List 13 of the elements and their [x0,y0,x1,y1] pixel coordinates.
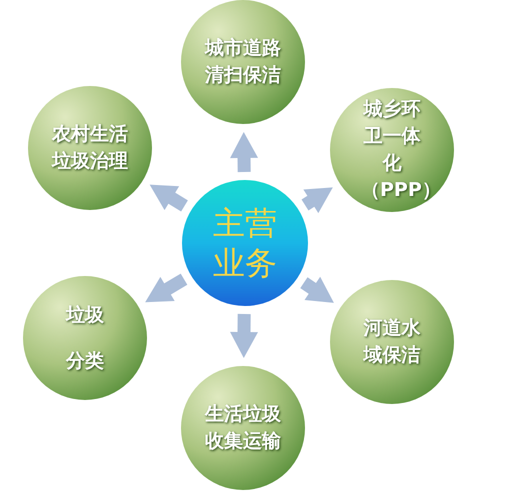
topic-circle: 城乡环卫一体化（PPP） [330,88,454,212]
topic-circle: 生活垃圾收集运输 [181,366,305,490]
arrow [302,187,333,214]
arrow [150,184,188,212]
arrow [230,314,258,358]
topic-circle: 农村生活垃圾治理 [28,86,152,210]
topic-circle: 垃圾分类 [23,276,147,400]
topic-circle: 城市道路清扫保洁 [181,0,305,124]
arrow [300,276,334,303]
topic-circle: 河道水域保洁 [330,280,454,404]
arrow [230,132,258,172]
arrow [145,274,188,302]
topic-circle: 主营业务 [182,180,308,306]
